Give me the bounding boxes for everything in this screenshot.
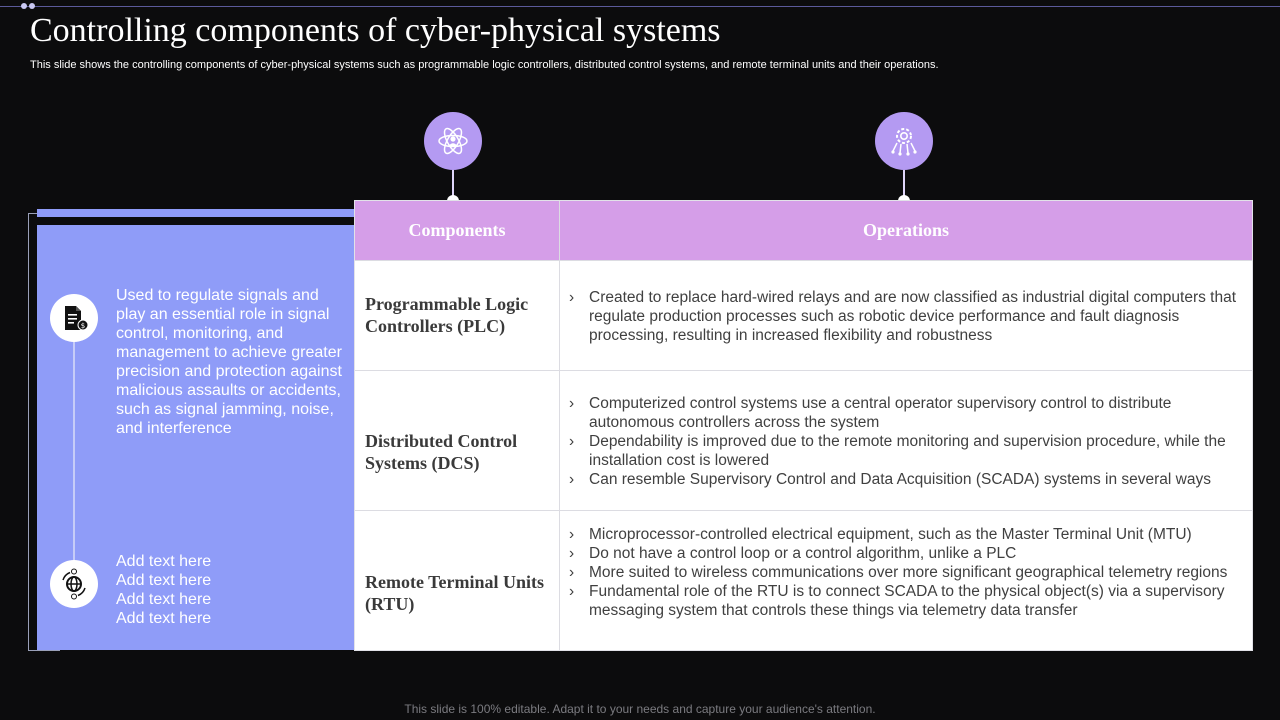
top-dot: [29, 3, 35, 9]
icon-connector: [903, 170, 905, 198]
table-header: Components Operations: [355, 201, 1252, 260]
top-dot: [21, 3, 27, 9]
row-divider: [355, 510, 1252, 511]
component-name: Distributed Control Systems (DCS): [365, 431, 518, 473]
operations-list: Created to replace hard-wired relays and…: [569, 288, 1239, 345]
panel-top-bar: [37, 209, 357, 217]
operation-item: Created to replace hard-wired relays and…: [569, 288, 1239, 345]
document-dollar-icon: $: [50, 294, 98, 342]
components-table: Components Operations Programmable Logic…: [354, 200, 1253, 651]
globe-currency-cycle-icon: [50, 560, 98, 608]
atom-user-icon: [424, 112, 482, 170]
row-divider: [355, 260, 1252, 261]
placeholder-list: Add text here Add text here Add text her…: [116, 552, 346, 628]
panel-connector-line: [73, 318, 75, 580]
svg-text:$: $: [81, 322, 85, 330]
panel-description: Used to regulate signals and play an ess…: [116, 287, 342, 437]
column-header-operations: Operations: [862, 220, 949, 240]
column-header-components: Components: [408, 220, 506, 240]
operations-list: Microprocessor-controlled electrical equ…: [569, 525, 1239, 620]
operation-item: More suited to wireless communications o…: [569, 563, 1239, 582]
placeholder-text: Add text here: [116, 610, 212, 627]
circuit-gear-icon: [875, 112, 933, 170]
operation-item: Can resemble Supervisory Control and Dat…: [569, 470, 1239, 489]
page-title: Controlling components of cyber-physical…: [30, 12, 721, 49]
top-rule: [0, 6, 1280, 7]
component-name: Remote Terminal Units (RTU): [365, 572, 544, 614]
operation-item: Dependability is improved due to the rem…: [569, 432, 1239, 470]
component-name: Programmable Logic Controllers (PLC): [365, 294, 529, 336]
placeholder-text: Add text here: [116, 572, 212, 589]
operation-item: Computerized control systems use a centr…: [569, 394, 1239, 432]
operation-item: Do not have a control loop or a control …: [569, 544, 1239, 563]
operations-list: Computerized control systems use a centr…: [569, 394, 1239, 489]
placeholder-text: Add text here: [116, 553, 212, 570]
column-divider: [559, 201, 560, 650]
footer-note: This slide is 100% editable. Adapt it to…: [404, 702, 876, 716]
page-subtitle: This slide shows the controlling compone…: [30, 59, 939, 71]
operation-item: Microprocessor-controlled electrical equ…: [569, 525, 1239, 544]
row-divider: [355, 370, 1252, 371]
operation-item: Fundamental role of the RTU is to connec…: [569, 582, 1239, 620]
placeholder-text: Add text here: [116, 591, 212, 608]
icon-connector: [452, 170, 454, 198]
